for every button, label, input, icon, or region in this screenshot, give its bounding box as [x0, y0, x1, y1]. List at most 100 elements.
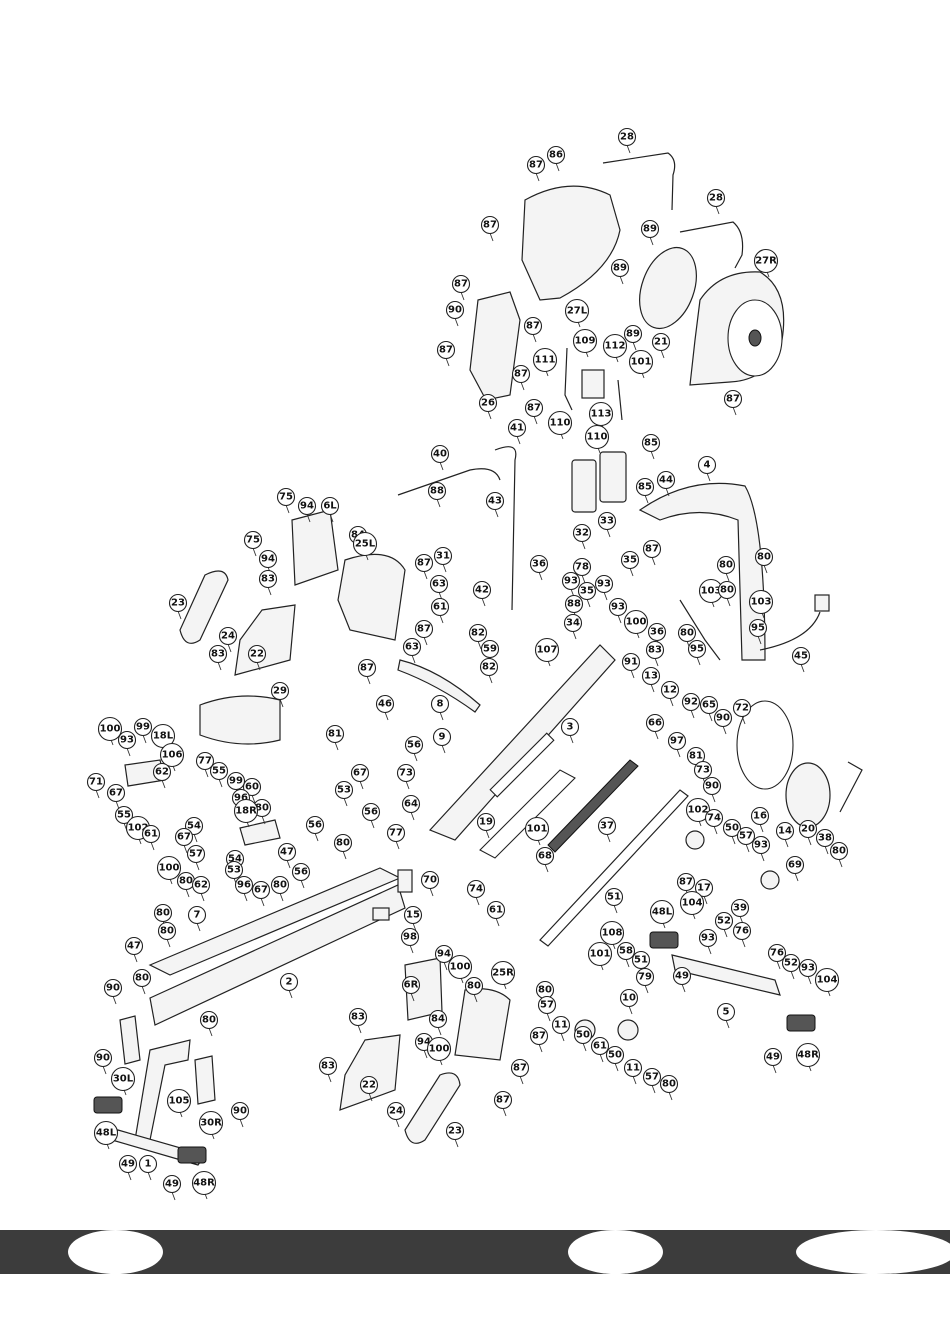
monitor-part — [571, 459, 597, 513]
part-callout-87: 87 — [510, 1058, 530, 1085]
chain-part — [539, 789, 689, 947]
part-callout-93: 93 — [608, 597, 628, 624]
part-callout-48L: 48L — [93, 1120, 119, 1150]
part-callout-label: 57 — [189, 849, 203, 860]
part-callout-66: 66 — [645, 713, 665, 740]
part-callout-label: 73 — [696, 765, 710, 776]
part-callout-label: 107 — [537, 645, 558, 656]
part-callout-label: 80 — [135, 973, 149, 984]
part-callout-label: 87 — [513, 1063, 527, 1074]
part-callout-60: 60 — [242, 777, 262, 804]
part-callout-label: 93 — [701, 933, 715, 944]
part-callout-25L: 25L — [352, 531, 378, 561]
part-callout-label: 40 — [433, 449, 447, 460]
part-callout-label: 93 — [120, 735, 134, 746]
part-callout-83: 83 — [645, 640, 665, 667]
part-callout-89: 89 — [623, 324, 643, 351]
part-callout-label: 100 — [450, 962, 471, 973]
part-callout-87: 87 — [493, 1090, 513, 1117]
part-callout-label: 92 — [684, 697, 698, 708]
part-callout-2: 2 — [279, 972, 299, 999]
part-callout-87: 87 — [723, 389, 743, 416]
part-callout-6L: 6L — [320, 496, 340, 523]
part-callout-24: 24 — [218, 626, 238, 653]
part-callout-label: 93 — [564, 576, 578, 587]
part-callout-49: 49 — [118, 1154, 138, 1181]
part-callout-label: 37 — [600, 821, 614, 832]
part-callout-label: 100 — [626, 617, 647, 628]
part-callout-107: 107 — [534, 637, 560, 667]
part-callout-41: 41 — [507, 418, 527, 445]
part-callout-96: 96 — [234, 875, 254, 902]
page-number-oval-right — [796, 1230, 950, 1274]
part-callout-label: 87 — [514, 369, 528, 380]
part-callout-label: 77 — [389, 828, 403, 839]
part-callout-11: 11 — [551, 1015, 571, 1042]
part-callout-label: 111 — [535, 355, 556, 366]
stabilizer-part — [671, 954, 781, 996]
part-callout-51: 51 — [631, 950, 651, 977]
front-frame-part — [679, 599, 721, 661]
part-callout-106: 106 — [159, 742, 185, 772]
part-callout-79: 79 — [635, 967, 655, 994]
monitor-bracket-part — [599, 451, 627, 503]
part-callout-label: 2 — [286, 977, 293, 988]
part-callout-label: 98 — [403, 932, 417, 943]
bracket-part — [617, 379, 623, 421]
part-callout-29: 29 — [270, 681, 290, 708]
part-callout-87: 87 — [642, 539, 662, 566]
part-callout-17: 17 — [694, 878, 714, 905]
part-callout-label: 110 — [550, 418, 571, 429]
seat-part — [199, 695, 281, 745]
bracket-part — [581, 369, 605, 399]
part-callout-label: 101 — [590, 949, 611, 960]
lever-part — [839, 761, 863, 813]
part-callout-80: 80 — [829, 841, 849, 868]
part-callout-99: 99 — [133, 717, 153, 744]
part-callout-108: 108 — [599, 920, 625, 950]
part-callout-label: 20 — [801, 824, 815, 835]
part-callout-label: 58 — [619, 946, 633, 957]
part-callout-46: 46 — [375, 694, 395, 721]
part-callout-label: 80 — [720, 585, 734, 596]
part-callout-80: 80 — [464, 976, 484, 1003]
part-callout-label: 96 — [234, 793, 248, 804]
part-callout-label: 82 — [482, 662, 496, 673]
part-callout-69: 69 — [785, 855, 805, 882]
part-callout-label: 87 — [454, 279, 468, 290]
part-callout-label: 87 — [360, 663, 374, 674]
part-callout-23: 23 — [168, 593, 188, 620]
part-callout-label: 45 — [794, 651, 808, 662]
part-callout-label: 73 — [399, 768, 413, 779]
part-callout-label: 48R — [193, 1178, 215, 1189]
part-callout-label: 80 — [719, 560, 733, 571]
part-callout-13: 13 — [641, 666, 661, 693]
part-callout-label: 43 — [488, 496, 502, 507]
part-callout-label: 87 — [527, 403, 541, 414]
part-callout-label: 102 — [688, 805, 709, 816]
part-callout-label: 6R — [404, 980, 419, 991]
part-callout-label: 36 — [532, 559, 546, 570]
mesh-disc-part — [639, 246, 697, 330]
part-callout-93: 93 — [698, 928, 718, 955]
part-callout-label: 93 — [754, 840, 768, 851]
leg-part — [119, 1015, 141, 1065]
part-callout-label: 63 — [432, 579, 446, 590]
part-callout-label: 69 — [788, 860, 802, 871]
part-callout-48L: 48L — [649, 899, 675, 929]
part-callout-86: 86 — [546, 145, 566, 172]
part-callout-27L: 27L — [564, 298, 590, 328]
part-callout-label: 50 — [576, 1030, 590, 1041]
cable-part — [602, 152, 676, 211]
part-callout-104: 104 — [679, 890, 705, 920]
part-callout-label: 91 — [624, 657, 638, 668]
part-callout-label: 23 — [448, 1126, 462, 1137]
part-callout-label: 36 — [650, 627, 664, 638]
part-callout-label: 28 — [620, 132, 634, 143]
part-callout-label: 1 — [145, 1159, 152, 1170]
part-callout-label: 80 — [832, 846, 846, 857]
part-callout-label: 15 — [406, 910, 420, 921]
part-callout-101: 101 — [587, 941, 613, 971]
part-callout-label: 101 — [631, 357, 652, 368]
